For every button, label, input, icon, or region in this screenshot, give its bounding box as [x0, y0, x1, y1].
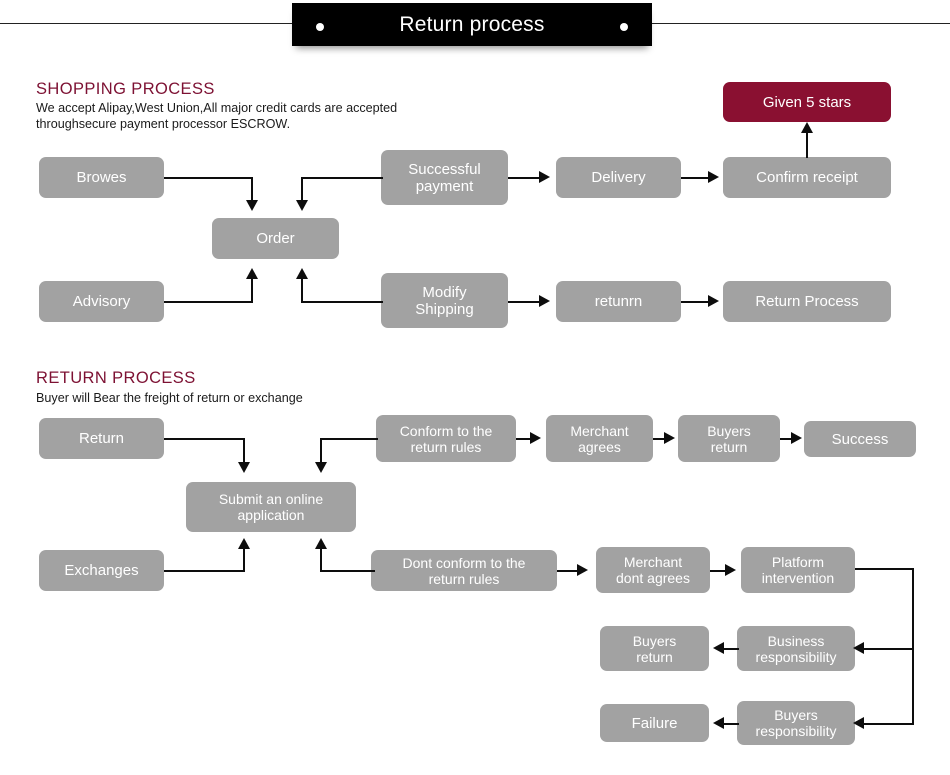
node-dont-conform-to-return-rules[interactable]: Dont conform to the return rules [371, 550, 557, 591]
arrowhead-busbar-business [853, 642, 864, 654]
connector-browes-order-drop [251, 177, 253, 202]
arrowhead-retunrn-returnprocess [708, 295, 719, 307]
node-return[interactable]: Return [39, 418, 164, 459]
arrowhead-modify-retunrn [539, 295, 550, 307]
connector-payment-delivery [508, 177, 542, 179]
arrowhead-busbar-buyersresp [853, 717, 864, 729]
arrowhead-business-buyersreturn [713, 642, 724, 654]
arrowhead-conform-submit [315, 462, 327, 473]
arrowhead-delivery-confirm [708, 171, 719, 183]
page-title: Return process [399, 12, 545, 36]
connector-conform-submit-drop [320, 438, 322, 466]
connector-modify-order-rise [301, 278, 303, 302]
header-banner: Return process [292, 3, 652, 46]
node-confirm-receipt[interactable]: Confirm receipt [723, 157, 891, 198]
connector-dontconform-submit-rise [320, 548, 322, 571]
arrowhead-confirm-stars [801, 122, 813, 133]
node-delivery[interactable]: Delivery [556, 157, 681, 198]
arrowhead-merchantagrees-buyersreturn [664, 432, 675, 444]
return-section-description: Buyer will Bear the freight of return or… [36, 391, 303, 405]
node-buyers-responsibility[interactable]: Buyers responsibility [737, 701, 855, 745]
node-platform-intervention[interactable]: Platform intervention [741, 547, 855, 593]
return-section-heading: RETURN PROCESS [36, 369, 196, 387]
node-business-responsibility[interactable]: Business responsibility [737, 626, 855, 671]
node-success[interactable]: Success [804, 421, 916, 457]
connector-conform-merchantagrees [516, 438, 532, 440]
connector-exchanges-submit-rise [243, 548, 245, 571]
arrowhead-buyersreturn-success [791, 432, 802, 444]
connector-merchantagrees-buyersreturn [653, 438, 666, 440]
connector-business-buyersreturn [720, 648, 739, 650]
connector-browes-order [164, 177, 253, 179]
connector-dontconform-submit [320, 570, 375, 572]
header-rule-left [0, 23, 300, 24]
arrowhead-advisory-order [246, 268, 258, 279]
bullet-dot-left-icon [316, 23, 324, 31]
connector-buyersresp-failure [720, 723, 739, 725]
node-retunrn[interactable]: retunrn [556, 281, 681, 322]
header-rule-right [650, 23, 950, 24]
connector-confirm-stars [806, 130, 808, 158]
connector-busbar-buyersresp [858, 723, 914, 725]
node-buyers-return-top[interactable]: Buyers return [678, 415, 780, 462]
connector-advisory-order-rise [251, 278, 253, 302]
connector-buyersreturn-success [780, 438, 793, 440]
arrowhead-dontconform-merchantdont [577, 564, 588, 576]
bullet-dot-right-icon [620, 23, 628, 31]
connector-payment-order-drop [301, 177, 303, 202]
connector-payment-order [301, 177, 383, 179]
node-submit-online-application[interactable]: Submit an online application [186, 482, 356, 532]
arrowhead-modify-order [296, 268, 308, 279]
node-merchant-agrees[interactable]: Merchant agrees [546, 415, 653, 462]
node-failure[interactable]: Failure [600, 704, 709, 742]
node-return-process[interactable]: Return Process [723, 281, 891, 322]
node-given-5-stars[interactable]: Given 5 stars [723, 82, 891, 122]
connector-return-submit-drop [243, 438, 245, 466]
connector-retunrn-returnprocess [681, 301, 711, 303]
connector-modify-retunrn [508, 301, 542, 303]
arrowhead-return-submit [238, 462, 250, 473]
connector-busbar-business [858, 648, 914, 650]
arrowhead-buyersresp-failure [713, 717, 724, 729]
arrowhead-payment-delivery [539, 171, 550, 183]
shopping-section-heading: SHOPPING PROCESS [36, 80, 215, 98]
connector-modify-order [301, 301, 383, 303]
arrowhead-dontconform-submit [315, 538, 327, 549]
connector-return-submit [164, 438, 245, 440]
arrowhead-exchanges-submit [238, 538, 250, 549]
node-modify-shipping[interactable]: Modify Shipping [381, 273, 508, 328]
arrowhead-payment-order [296, 200, 308, 211]
connector-advisory-order [164, 301, 253, 303]
connector-exchanges-submit [164, 570, 245, 572]
node-buyers-return-bottom[interactable]: Buyers return [600, 626, 709, 671]
connector-dontconform-merchantdont [557, 570, 579, 572]
node-advisory[interactable]: Advisory [39, 281, 164, 322]
shopping-section-description: We accept Alipay,West Union,All major cr… [36, 101, 398, 131]
arrowhead-browes-order [246, 200, 258, 211]
node-browes[interactable]: Browes [39, 157, 164, 198]
connector-conform-submit [320, 438, 378, 440]
node-order[interactable]: Order [212, 218, 339, 259]
connector-delivery-confirm [681, 177, 711, 179]
node-merchant-dont-agrees[interactable]: Merchant dont agrees [596, 547, 710, 593]
arrowhead-merchantdont-platform [725, 564, 736, 576]
arrowhead-conform-merchantagrees [530, 432, 541, 444]
node-exchanges[interactable]: Exchanges [39, 550, 164, 591]
connector-merchantdont-platform [710, 570, 727, 572]
node-successful-payment[interactable]: Successful payment [381, 150, 508, 205]
connector-busbar-vertical [912, 568, 914, 725]
node-conform-to-return-rules[interactable]: Conform to the return rules [376, 415, 516, 462]
connector-platform-busbar [855, 568, 914, 570]
